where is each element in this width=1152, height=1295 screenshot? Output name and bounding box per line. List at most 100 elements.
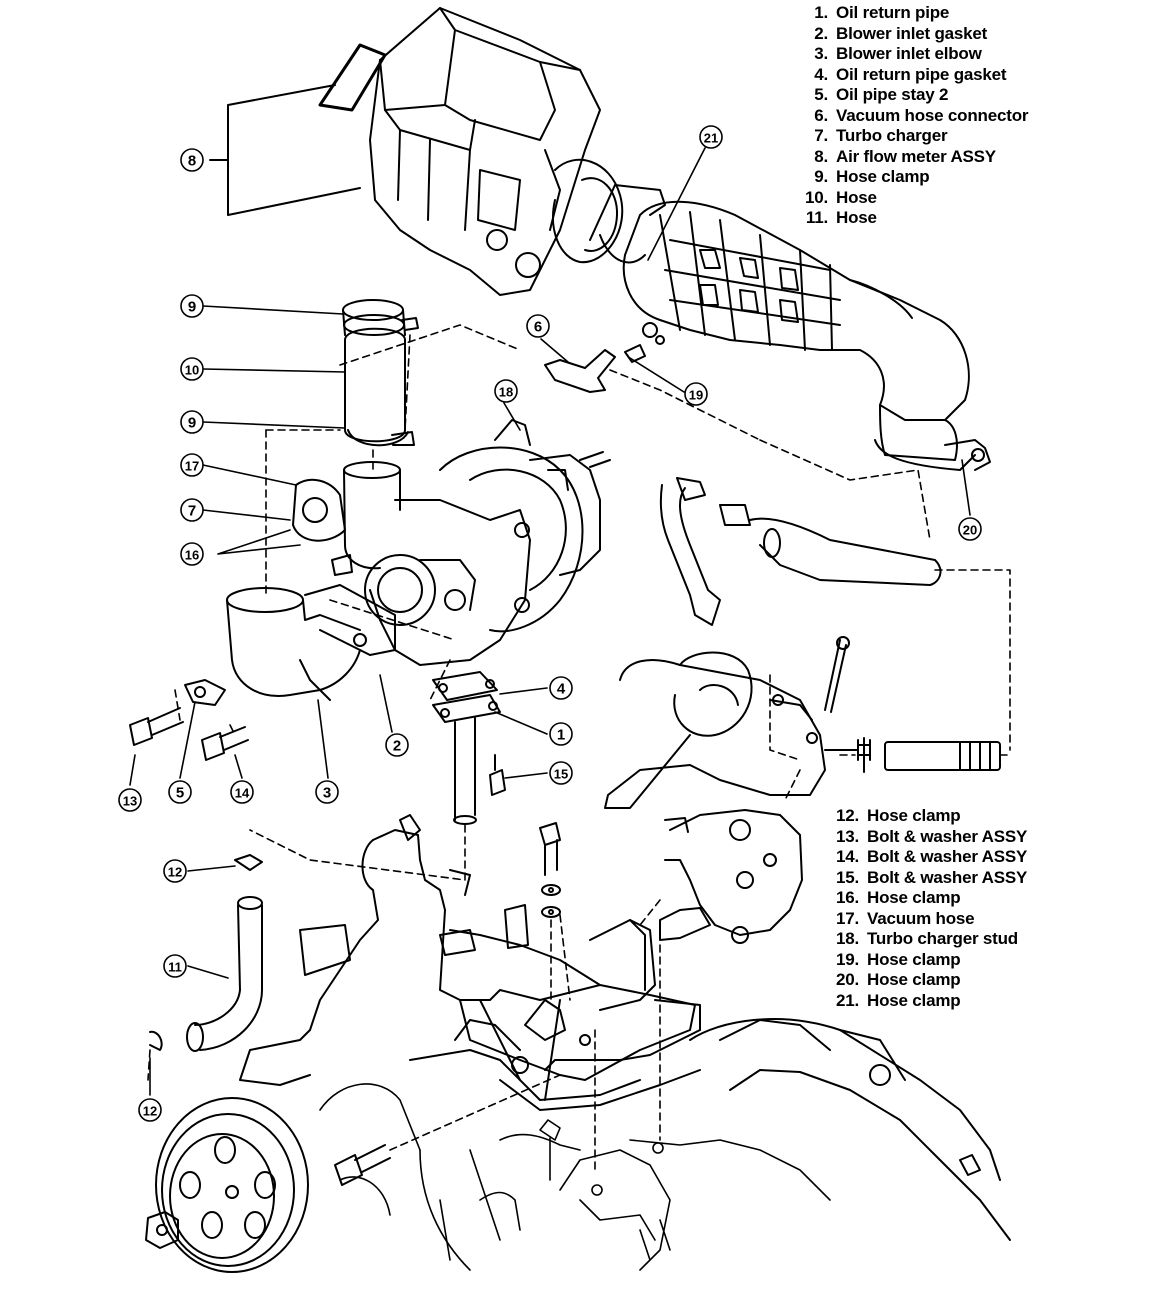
callout-label-10: 10: [185, 363, 199, 378]
callout-14: [230, 780, 254, 804]
callout-label-1: 1: [557, 727, 565, 744]
callout-label-19: 19: [689, 388, 703, 403]
legend-number: 5.: [814, 85, 828, 104]
callout-label-12-lower: 12: [143, 1104, 157, 1119]
vacuum-hose-connector: [544, 344, 646, 393]
legend-number: 16.: [835, 888, 859, 907]
legend-part-name: Air flow meter ASSY: [836, 146, 996, 166]
callout-label-14: 14: [235, 786, 250, 801]
legend-number: 8.: [814, 146, 828, 166]
legend-number: 19.: [835, 949, 859, 969]
legend-item: 5. Oil pipe stay 2: [798, 85, 1028, 106]
air-flow-meter-assy: [318, 7, 624, 296]
callout-label-9-upper: 9: [188, 299, 196, 316]
legend-part-name: Hose: [836, 187, 877, 207]
legend-number: 17.: [835, 908, 859, 928]
crank-pulley: [145, 1097, 309, 1273]
callout-4: [549, 676, 573, 700]
callout-label-8: 8: [188, 153, 196, 170]
callout-17: [180, 453, 204, 477]
callout-13: [118, 788, 142, 812]
legend-item: 3.Blower inlet elbow: [798, 44, 1028, 65]
legend-part-name: Turbo charger stud: [867, 929, 1018, 948]
legend-part-name: Hose clamp: [867, 888, 961, 907]
callout-label-2: 2: [393, 738, 401, 755]
callout-labels: 8 9 10 9 17 7 16 21 6 19 18 4 1 15 2 3 5…: [123, 131, 977, 1119]
callout-12-upper: [163, 859, 187, 883]
legend-part-name: Oil return pipe gasket: [836, 64, 1007, 84]
legend-item: 18.Turbo charger stud: [829, 929, 1027, 950]
legend-item: 7. Turbo charger: [798, 126, 1028, 147]
pulley-bolt: [334, 1144, 391, 1186]
callout-label-13: 13: [123, 794, 137, 809]
legend-part-name: Turbo charger: [836, 126, 948, 145]
legend-item: 1. Oil return pipe: [798, 3, 1028, 24]
callout-6: [526, 314, 550, 338]
callout-label-9-lower: 9: [188, 415, 196, 432]
callout-label-20: 20: [963, 523, 977, 538]
callout-9-lower: [180, 410, 204, 434]
legend-part-name: Hose clamp: [836, 167, 930, 186]
callout-label-17: 17: [185, 459, 199, 474]
intake-duct-hose: [589, 184, 991, 471]
legend-number: 20.: [835, 970, 859, 989]
legend-number: 10.: [804, 187, 828, 207]
air-blower-unit: [604, 636, 1001, 809]
callout-8: [180, 148, 204, 172]
callout-7: [180, 498, 204, 522]
callout-label-18: 18: [499, 385, 513, 400]
callout-label-5: 5: [176, 785, 184, 802]
legend-number: 4.: [814, 64, 828, 84]
legend-part-name: Hose clamp: [867, 806, 961, 825]
legend-number: 15.: [835, 867, 859, 887]
legend-number: 7.: [814, 126, 828, 145]
callout-5: [168, 780, 192, 804]
callout-20: [958, 517, 982, 541]
dashed-guide-lines: [147, 324, 1011, 1171]
callout-10: [180, 357, 204, 381]
callout-label-11: 11: [168, 960, 182, 975]
legend-item: 4. Oil return pipe gasket: [798, 65, 1028, 86]
callout-11: [163, 954, 187, 978]
parts-legend-bottom: 12.Hose clamp 13.Bolt & washer ASSY 14.B…: [829, 806, 1027, 1011]
callout-15: [549, 761, 573, 785]
legend-part-name: Vacuum hose: [867, 908, 975, 928]
legend-number: 21.: [835, 990, 859, 1010]
legend-item: 15.Bolt & washer ASSY: [829, 868, 1027, 889]
legend-part-name: Hose: [836, 208, 877, 227]
callout-label-12-upper: 12: [168, 865, 182, 880]
legend-number: 6.: [814, 105, 828, 125]
oil-pipe-right: [659, 477, 942, 626]
legend-number: 1.: [814, 3, 828, 22]
legend-part-name: Bolt & washer ASSY: [867, 847, 1028, 866]
blower-inlet-elbow: [184, 584, 396, 706]
legend-number: 11.: [805, 208, 828, 227]
hose-11: [149, 854, 263, 1052]
callout-label-6: 6: [534, 319, 542, 336]
legend-part-name: Blower inlet elbow: [836, 44, 982, 63]
callout-21: [699, 125, 723, 149]
legend-item: 19. Hose clamp: [829, 950, 1027, 971]
legend-item: 8. Air flow meter ASSY: [798, 147, 1028, 168]
legend-item: 13. Bolt & washer ASSY: [829, 827, 1027, 848]
callout-16: [180, 542, 204, 566]
callout-18: [494, 379, 518, 403]
leader-lines: [129, 147, 971, 1096]
callout-3: [315, 780, 339, 804]
bracket-8: [209, 84, 361, 216]
callout-label-4: 4: [557, 681, 566, 698]
center-bolt-washers: [539, 822, 561, 918]
legend-number: 13.: [835, 826, 859, 846]
bolt-14: [201, 726, 249, 761]
turbo-charger: [292, 419, 611, 666]
legend-part-name: Hose clamp: [867, 949, 961, 969]
engine-block: [239, 814, 1011, 1241]
legend-part-name: Oil return pipe: [836, 3, 950, 22]
callout-label-15: 15: [554, 767, 568, 782]
legend-part-name: Oil pipe stay 2: [836, 85, 949, 104]
legend-number: 9.: [814, 167, 828, 186]
legend-number: 2.: [814, 23, 828, 43]
callout-markers: [118, 125, 982, 1122]
legend-number: 12.: [835, 806, 859, 825]
legend-part-name: Bolt & washer ASSY: [867, 826, 1028, 846]
